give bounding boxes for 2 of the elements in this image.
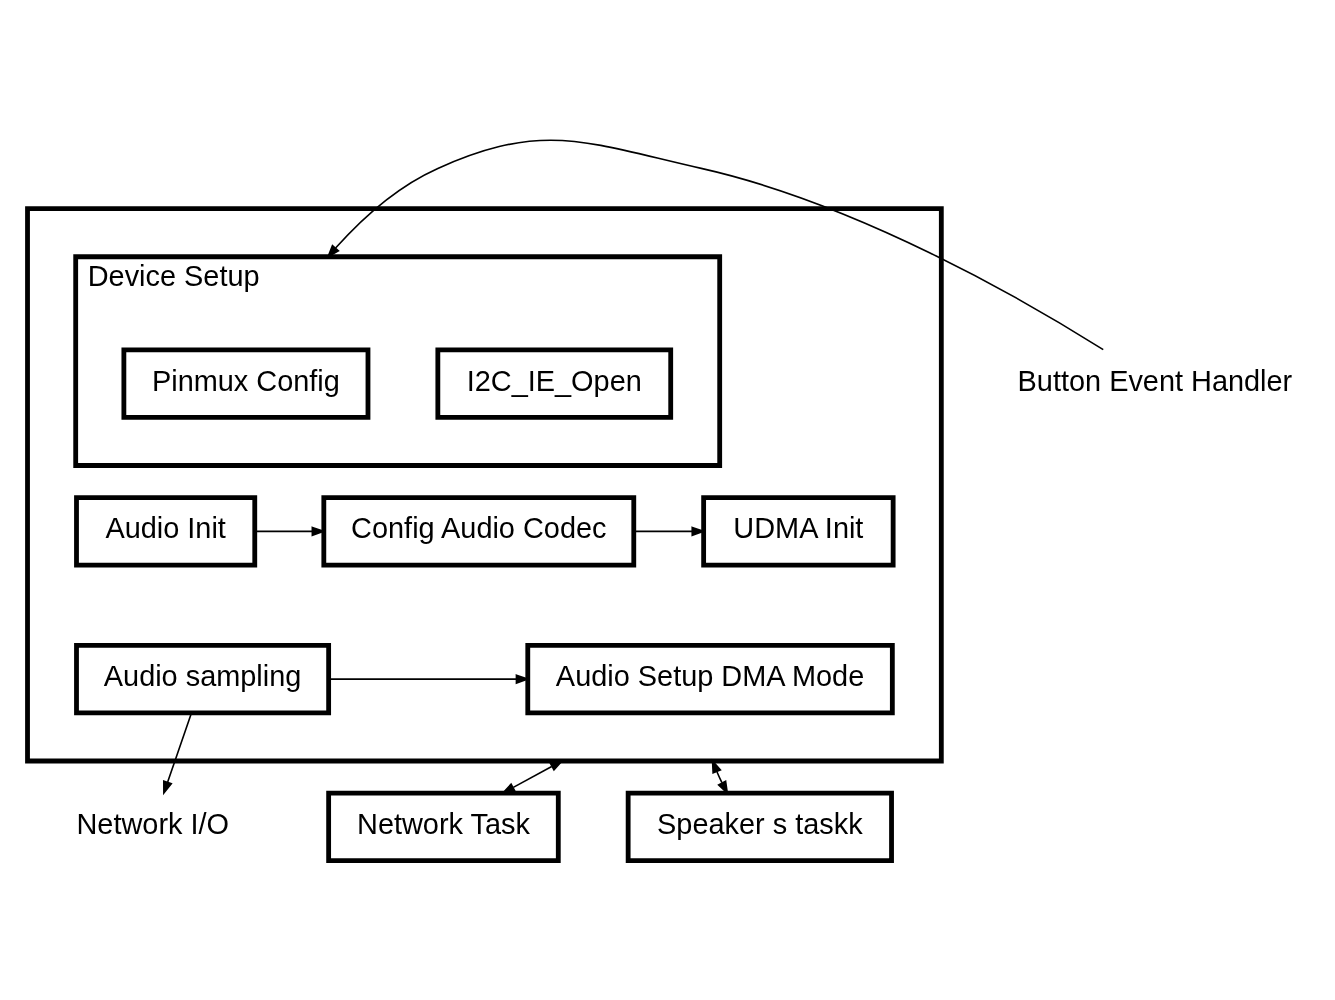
node-text: Button Event Handler [1017, 364, 1293, 397]
node-text: Network I/O [76, 807, 230, 840]
